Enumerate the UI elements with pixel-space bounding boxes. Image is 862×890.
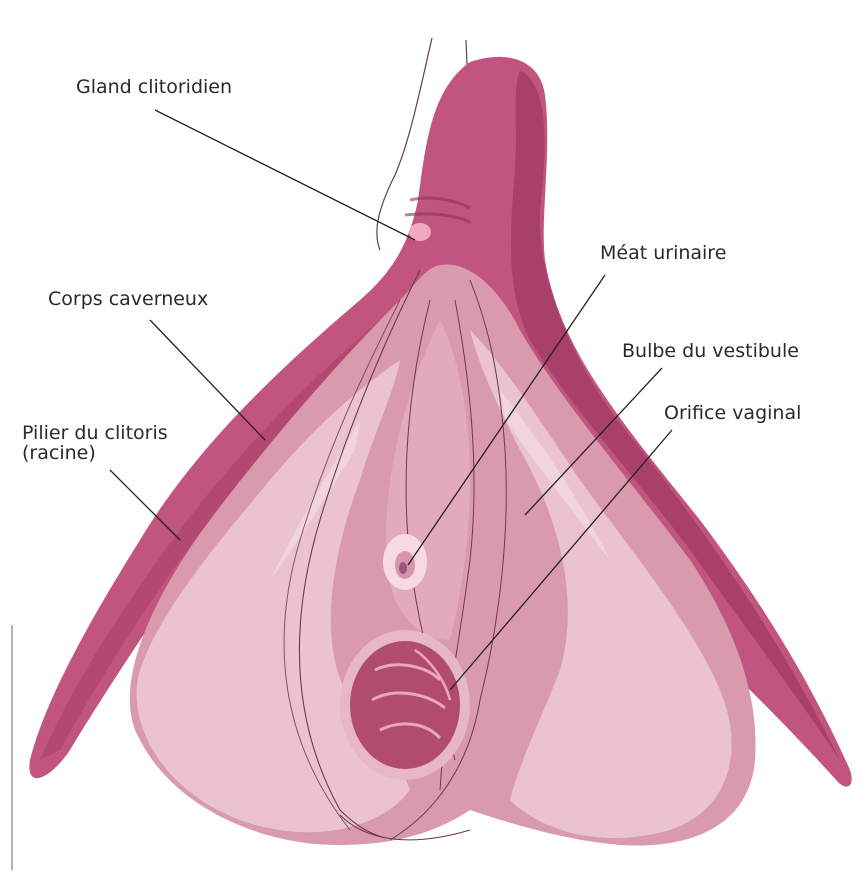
label-gland-clitoridien: Gland clitoridien [76, 78, 232, 97]
label-pilier-line2: (racine) [22, 444, 96, 463]
urinary-meatus-center [399, 562, 407, 574]
leader-gland [155, 110, 415, 240]
label-meat-urinaire: Méat urinaire [600, 244, 726, 263]
label-bulbe-du-vestibule: Bulbe du vestibule [622, 342, 799, 361]
label-orifice-vaginal: Orifice vaginal [664, 404, 801, 423]
label-corps-caverneux: Corps caverneux [48, 290, 208, 309]
label-pilier-line1: Pilier du clitoris [22, 424, 168, 443]
